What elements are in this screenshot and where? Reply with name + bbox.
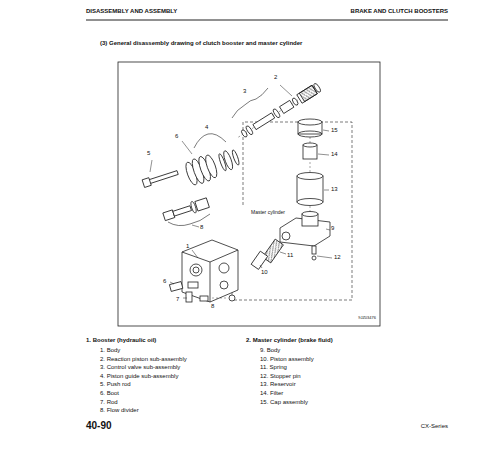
list-item: 15. Cap assembly <box>260 399 308 406</box>
leader-line <box>280 85 292 96</box>
list-item: 10. Piston assembly <box>260 356 314 363</box>
header-rule <box>86 20 448 21</box>
leader-line <box>170 282 174 284</box>
callout-number: 9 <box>331 225 334 232</box>
callout-number: 8 <box>200 224 203 231</box>
leader-line <box>323 130 329 131</box>
section-heading: (3) General disassembly drawing of clutc… <box>100 40 302 47</box>
callout-number: 14 <box>331 151 338 158</box>
bracket <box>168 214 210 226</box>
list-item: 3. Control valve sub-assembly <box>100 364 180 371</box>
leader-line <box>182 141 192 154</box>
leader-line <box>150 160 152 172</box>
list-item: 2. Reaction piston sub-assembly <box>100 356 187 363</box>
list-item: 1. Body <box>100 347 120 354</box>
callout-number: 8 <box>211 303 214 310</box>
rod-assembly <box>162 197 209 223</box>
list-item: 12. Stopper pin <box>260 373 301 380</box>
bracket <box>194 134 226 148</box>
leader-line <box>317 256 332 258</box>
callout-number: 10 <box>261 269 268 276</box>
footer-text: CX-Series <box>421 423 448 430</box>
leader-line <box>192 250 198 258</box>
list-item: 6. Boot <box>100 390 119 397</box>
callout-number: 15 <box>331 127 338 134</box>
list-item: 13. Reservoir <box>260 381 296 388</box>
piston-guide-parts <box>183 145 242 188</box>
callout-number: 6 <box>163 278 166 285</box>
list-item: 8. Flow divider <box>100 407 139 414</box>
small-parts <box>169 282 235 302</box>
leader-line <box>324 190 329 191</box>
reaction-piston-parts <box>236 83 322 142</box>
leader-line <box>318 154 329 155</box>
leader-line <box>260 265 262 268</box>
drawing-frame <box>118 62 380 326</box>
bracket <box>232 88 268 118</box>
callout-number: 1 <box>186 243 189 250</box>
page-number: 40-90 <box>86 420 112 431</box>
leader-line <box>280 252 286 254</box>
list-item: 11. Spring <box>260 364 287 371</box>
callout-number: 6 <box>175 133 178 140</box>
annotation-text: Master cylinder <box>250 210 286 216</box>
callout-number: 11 <box>287 252 293 259</box>
leader-line <box>192 225 199 227</box>
drawing-id: 9JZ03476 <box>358 316 376 320</box>
list-heading: 2. Master cylinder (brake fluid) <box>246 337 333 344</box>
list-item: 9. Body <box>260 347 280 354</box>
booster-body <box>182 240 238 302</box>
callout-number: 7 <box>176 296 179 303</box>
list-item: 5. Push rod <box>100 381 131 388</box>
callout-number: 3 <box>243 88 246 95</box>
list-item: 4. Piston guide sub-assembly <box>100 373 178 380</box>
leader-line <box>326 229 330 230</box>
callout-number: 12 <box>334 254 341 261</box>
callout-number: 4 <box>205 124 208 131</box>
callout-number: 2 <box>274 74 277 81</box>
callout-number: 13 <box>331 186 338 193</box>
list-item: 14. Filter <box>260 390 283 397</box>
push-rod <box>142 169 179 188</box>
leader-line <box>183 298 187 299</box>
header-text: DISASSEMBLY AND ASSEMBLY <box>86 8 177 15</box>
callout-number: 5 <box>147 150 150 157</box>
list-item: 7. Rod <box>100 399 118 406</box>
master-cylinder-parts <box>251 119 330 269</box>
list-heading: 1. Booster (hydraulic oil) <box>86 337 156 344</box>
dashed-region <box>232 122 352 300</box>
header-text: BRAKE AND CLUTCH BOOSTERS <box>351 8 448 15</box>
